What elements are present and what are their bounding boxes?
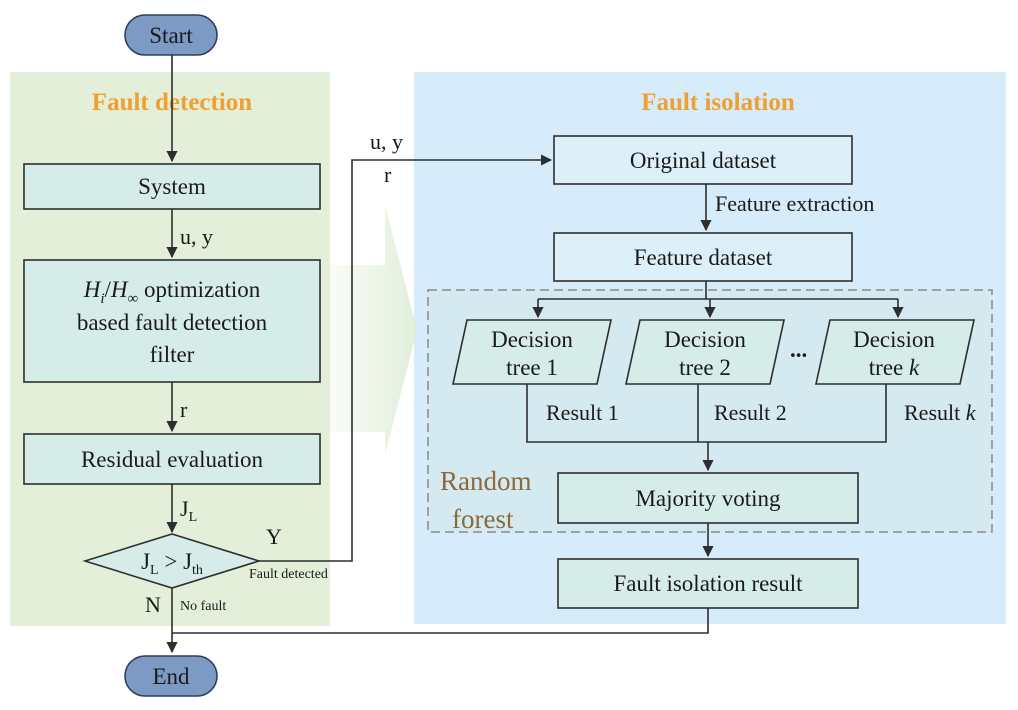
decision-tree-1-line2: tree 1 xyxy=(506,355,558,380)
majority-voting-label: Majority voting xyxy=(635,486,781,511)
r-label-right: r xyxy=(384,162,392,187)
fault-isolation-result-label: Fault isolation result xyxy=(613,571,803,596)
end-label: End xyxy=(152,664,190,689)
result-1-label: Result 1 xyxy=(546,400,619,425)
original-dataset-label: Original dataset xyxy=(630,148,777,173)
feature-extraction-label: Feature extraction xyxy=(715,191,874,216)
decision-tree-k xyxy=(815,319,975,385)
uy-label-left: u, y xyxy=(180,224,213,249)
residual-evaluation-label: Residual evaluation xyxy=(81,447,264,472)
trees-ellipsis: ... xyxy=(790,337,807,362)
yes-label: Y xyxy=(266,524,282,549)
edge-yes-to-original xyxy=(259,154,553,562)
feature-dataset-box xyxy=(553,232,853,282)
filter-label-line2: based fault detection xyxy=(77,310,268,335)
transition-arrow xyxy=(330,205,417,455)
filter-box xyxy=(23,259,321,383)
decision-tree-2-line1: Decision xyxy=(664,327,746,352)
fault-isolation-title: Fault isolation xyxy=(641,89,795,116)
decision-tree-2 xyxy=(625,319,785,385)
feature-dataset-label: Feature dataset xyxy=(634,245,773,270)
uy-label-right: u, y xyxy=(370,129,403,154)
majority-voting-box xyxy=(557,472,859,524)
decision-tree-2-line2: tree 2 xyxy=(679,355,731,380)
decision-label: JL > Jth xyxy=(141,549,203,578)
jl-label: JL xyxy=(180,496,197,525)
residual-evaluation-box xyxy=(23,433,321,485)
result-2-label: Result 2 xyxy=(714,400,787,425)
start-terminal xyxy=(124,14,218,56)
no-label: N xyxy=(145,592,161,617)
fault-isolation-result-box xyxy=(557,558,859,609)
edge-tree-1-result xyxy=(526,384,887,443)
end-terminal xyxy=(124,655,218,697)
system-label: System xyxy=(138,174,206,199)
filter-label-line1: Hi/H∞ optimization xyxy=(83,277,261,307)
decision-tree-1 xyxy=(452,319,612,385)
r-label-left: r xyxy=(180,397,188,422)
fault-detected-note: Fault detected xyxy=(249,567,328,582)
decision-tree-1-line1: Decision xyxy=(491,327,573,352)
no-fault-note: No fault xyxy=(180,599,226,614)
edge-result-to-end xyxy=(172,608,709,634)
system-box xyxy=(23,163,321,210)
random-forest-label-line2: forest xyxy=(452,504,514,534)
filter-label-line3: filter xyxy=(150,342,195,367)
decision-tree-k-line1: Decision xyxy=(853,327,935,352)
decision-tree-k-line2: tree k xyxy=(869,355,920,380)
result-k-label: Result k xyxy=(904,400,977,425)
start-label: Start xyxy=(149,23,193,48)
original-dataset-box xyxy=(553,135,853,185)
random-forest-label-line1: Random xyxy=(440,466,532,496)
